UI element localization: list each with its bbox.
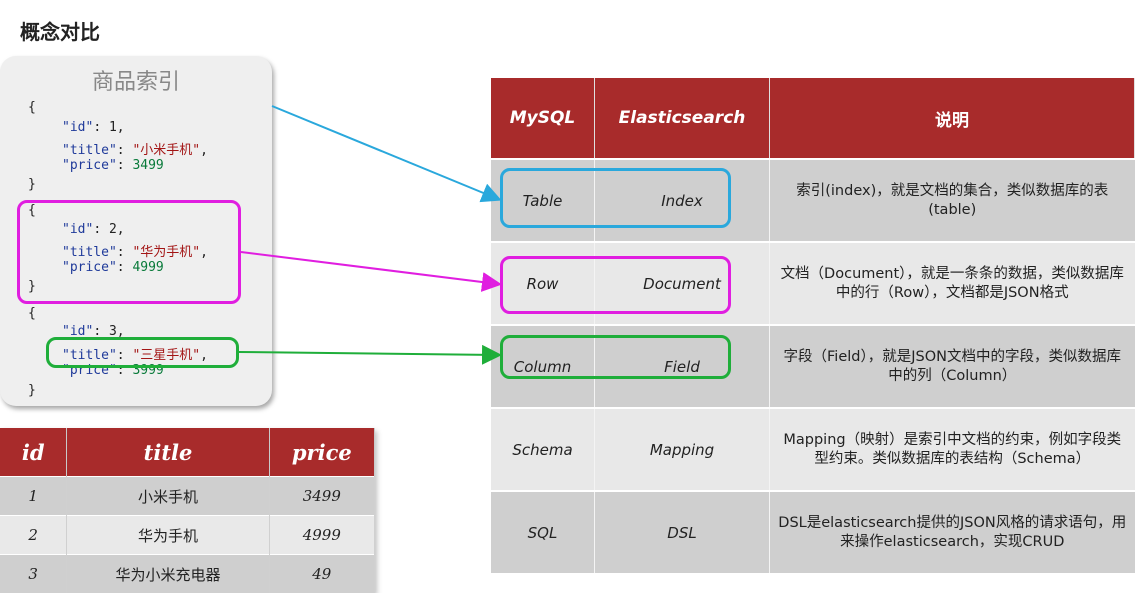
arrow-index-to-table (272, 106, 498, 199)
arrow-document-to-row (241, 252, 498, 284)
arrow-field-to-column (239, 352, 498, 355)
connector-arrows (0, 0, 1148, 581)
